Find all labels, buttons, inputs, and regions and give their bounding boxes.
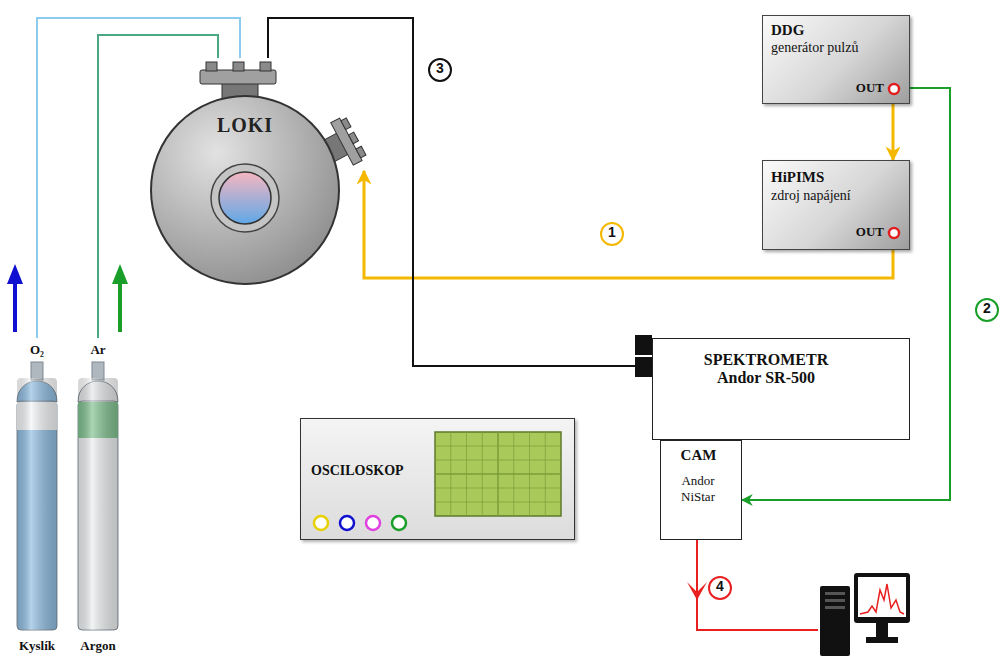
device-name: CAM [661,447,736,464]
flow-arrow [13,282,17,332]
monitor-base [866,637,898,643]
monitor-stand [876,623,888,637]
screen-grid [435,488,561,489]
node-outline [70,338,126,656]
spectrum-curve [860,584,904,614]
gas-formula: Ar [70,342,126,358]
gas-cylinder: O₂ Kyslík [10,338,64,656]
gas-cylinder: ArArgon [70,338,126,656]
flange-bolt [260,62,271,71]
computer-icon [820,573,910,656]
screen-grid [435,460,561,461]
power-supply: HiPIMS zdroj napájeníOUT [762,160,910,250]
drive-slot [825,606,845,609]
callout-number: 1 [600,222,624,246]
flange-bolt [356,146,366,158]
pulse-generator: DDGgenerátor pulzůOUT [762,15,910,104]
callout-number: 2 [975,298,999,322]
monitor [854,573,910,623]
flow-arrow [118,282,122,332]
screen-grid [435,446,561,447]
channel-input [366,516,380,530]
drive-slot [825,599,845,602]
screen-grid [435,473,561,475]
cylinder-shape [17,362,57,630]
spectrometer-box: SPEKTROMETR Andor SR-500 [652,338,910,440]
node-outline [301,419,576,541]
port-flange [331,118,362,165]
flange-bolt [233,62,244,71]
viewport-glass [219,172,271,224]
top-flange [200,70,276,84]
node-outline [10,338,64,656]
channel-input [314,516,328,530]
trigger-cable [892,104,895,160]
cylinder-valve [31,362,43,380]
output-label: OUT [856,80,884,96]
callout-number: 3 [428,58,452,82]
callout-number: 4 [708,576,732,600]
flange-bolt [341,118,351,130]
cylinder-shading [78,378,118,630]
device-name: DDG [771,22,804,39]
data-cable [697,540,818,630]
device-name: SPEKTROMETR Andor SR-500 [696,351,836,387]
oscilloscope-screen [435,432,561,516]
computer-tower [820,586,850,656]
output-label: OUT [856,224,884,240]
flow-arrow-head [7,264,23,284]
node-outline [150,58,378,286]
chamber-body [151,96,339,284]
cylinder-shading [17,378,57,630]
viewport-rim [211,164,279,232]
output-connector [889,84,899,94]
cylinder-shape [78,362,118,630]
device-name: OSCILOSKOP [311,463,404,479]
device-description: generátor pulzů [771,40,858,56]
drive-slot [825,592,845,595]
camera-box: CAM Andor NiStar [660,440,742,540]
spectrometer-port [635,335,652,355]
flange-bolt [348,132,358,144]
chamber-name: LOKI [195,114,295,137]
device-description: zdroj napájení [771,188,851,204]
cylinder-valve [92,362,104,380]
cable-chevron [687,582,707,600]
monitor-screen [858,577,906,617]
device-name: HiPIMS [771,169,824,186]
vacuum-chamber: LOKI [150,58,378,286]
channel-input [392,516,406,530]
screen-grid [435,502,561,503]
gas-name: Argon [70,638,126,654]
device-description: Andor NiStar [668,473,728,505]
flange-bolt [206,62,217,71]
gas-formula: O₂ [10,342,64,358]
gas-name: Kyslík [10,638,64,654]
channel-input [340,516,354,530]
oscilloscope: OSCILOSKOP [300,418,575,540]
flow-arrow-head [112,264,128,284]
output-connector [889,228,899,238]
